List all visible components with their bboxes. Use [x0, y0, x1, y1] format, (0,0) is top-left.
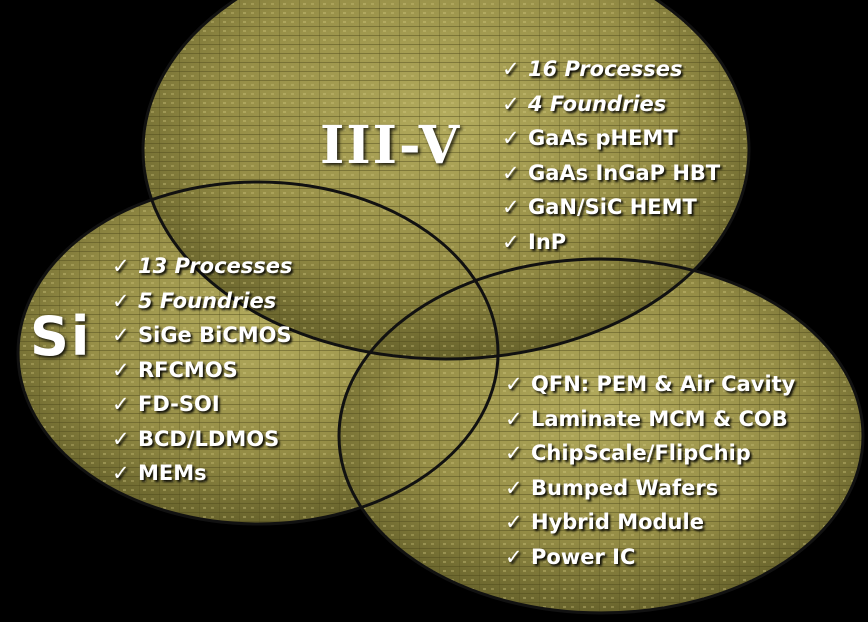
list-item: ✓5 Foundries	[112, 284, 293, 319]
packaging-outline	[337, 257, 865, 615]
check-icon: ✓	[502, 91, 520, 116]
check-icon: ✓	[505, 544, 523, 569]
check-icon: ✓	[112, 254, 130, 278]
check-icon: ✓	[502, 126, 520, 150]
list-item: ✓Laminate MCM & COB	[505, 402, 795, 437]
check-icon: ✓	[505, 475, 523, 500]
iii-v-label: III-V	[320, 115, 462, 176]
check-icon: ✓	[502, 229, 520, 254]
check-icon: ✓	[502, 195, 520, 219]
list-item: ✓Power IC	[505, 540, 795, 575]
list-item: ✓GaN/SiC HEMT	[502, 190, 720, 225]
iii-v-wafer	[143, 0, 749, 359]
check-icon: ✓	[505, 510, 523, 534]
list-item: ✓4 Foundries	[502, 87, 720, 122]
check-icon: ✓	[112, 426, 130, 451]
check-icon: ✓	[112, 323, 130, 347]
list-item: ✓FD-SOI	[112, 387, 293, 422]
si-list: ✓13 Processes ✓5 Foundries ✓SiGe BiCMOS …	[112, 249, 293, 491]
si-outline	[16, 180, 500, 526]
check-icon: ✓	[502, 57, 520, 81]
list-item: ✓Bumped Wafers	[505, 471, 795, 506]
check-icon: ✓	[505, 372, 523, 396]
list-item: ✓QFN: PEM & Air Cavity	[505, 367, 795, 402]
list-item: ✓SiGe BiCMOS	[112, 318, 293, 353]
si-label: Si	[30, 305, 92, 368]
check-icon: ✓	[112, 392, 130, 416]
check-icon: ✓	[112, 461, 130, 485]
check-icon: ✓	[505, 406, 523, 431]
list-item: ✓BCD/LDMOS	[112, 422, 293, 457]
list-item: ✓GaAs InGaP HBT	[502, 156, 720, 191]
list-item: ✓InP	[502, 225, 720, 260]
packaging-list: ✓QFN: PEM & Air Cavity ✓Laminate MCM & C…	[505, 367, 795, 574]
check-icon: ✓	[112, 288, 130, 313]
list-item: ✓Hybrid Module	[505, 505, 795, 540]
list-item: ✓MEMs	[112, 456, 293, 491]
list-item: ✓ChipScale/FlipChip	[505, 436, 795, 471]
check-icon: ✓	[505, 441, 523, 465]
list-item: ✓GaAs pHEMT	[502, 121, 720, 156]
list-item: ✓13 Processes	[112, 249, 293, 284]
list-item: ✓RFCMOS	[112, 353, 293, 388]
iii-v-list: ✓16 Processes ✓4 Foundries ✓GaAs pHEMT ✓…	[502, 52, 720, 259]
list-item: ✓16 Processes	[502, 52, 720, 87]
iii-v-outline	[141, 0, 751, 361]
check-icon: ✓	[502, 160, 520, 185]
check-icon: ✓	[112, 357, 130, 382]
